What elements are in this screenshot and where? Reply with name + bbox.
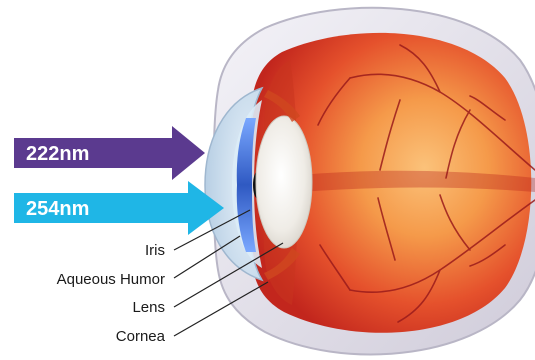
arrow-222nm: 222nm — [14, 126, 205, 180]
label-aqueous-humor: Aqueous Humor — [57, 271, 165, 288]
lens — [256, 116, 312, 248]
arrow-222nm-label: 222nm — [26, 143, 89, 165]
label-cornea: Cornea — [116, 328, 166, 345]
arrow-254nm: 254nm — [14, 181, 224, 235]
label-lens: Lens — [132, 299, 165, 316]
arrow-254nm-label: 254nm — [26, 198, 89, 220]
label-iris: Iris — [145, 242, 165, 259]
